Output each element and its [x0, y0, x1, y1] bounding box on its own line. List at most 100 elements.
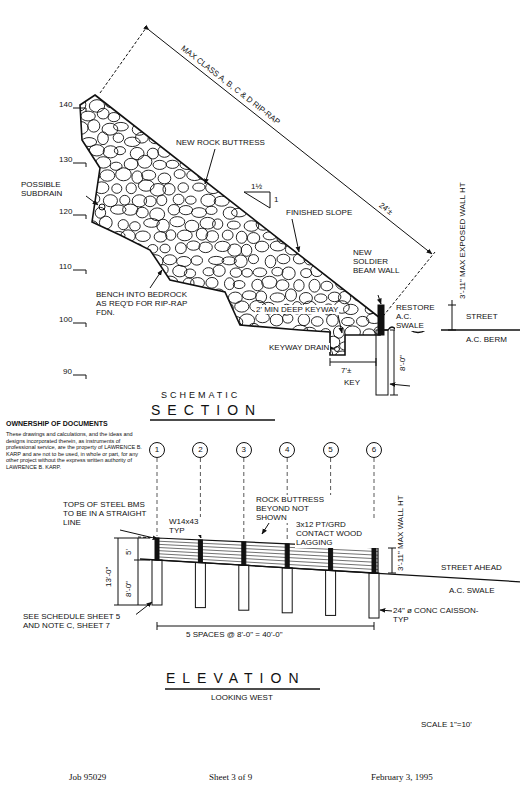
rock [144, 196, 156, 207]
rock [383, 122, 398, 134]
rock [330, 132, 345, 144]
rock [296, 194, 309, 205]
rock [147, 148, 158, 159]
rock [282, 148, 294, 158]
rock [135, 132, 148, 143]
note-label: KEYWAY DRAIN [268, 343, 330, 352]
steel-beam [285, 544, 289, 568]
rock [96, 326, 112, 338]
rock [179, 206, 192, 215]
rock [235, 301, 249, 312]
scale-note: SCALE 1"=10' [420, 720, 473, 729]
rock [166, 160, 179, 168]
rock [114, 122, 129, 131]
rock [226, 172, 239, 181]
rock [379, 145, 394, 157]
view-title: ELEVATION [165, 670, 307, 686]
rock [341, 123, 356, 131]
rock [390, 280, 402, 288]
rock [369, 147, 385, 155]
steel-beam [242, 542, 246, 565]
rock [80, 354, 96, 362]
rock [158, 146, 171, 158]
rock [174, 170, 185, 179]
rock [311, 220, 323, 231]
rock [255, 241, 268, 252]
rock [206, 277, 218, 288]
rock [342, 317, 355, 325]
rock [136, 207, 148, 218]
rock [204, 302, 219, 310]
dimension-text: 5 SPACES @ 8'-0" = 40'-0" [185, 630, 284, 639]
grid-bubble: 2 [192, 442, 208, 458]
keyway-drain [335, 347, 340, 352]
footer-text: Sheet 3 of 9 [208, 772, 253, 782]
rock [374, 281, 386, 289]
rock [335, 111, 348, 123]
rock [291, 229, 304, 239]
rock [341, 218, 351, 227]
rock [370, 102, 383, 111]
rock [83, 159, 94, 170]
rock [292, 182, 302, 191]
rock [393, 159, 405, 170]
rock [212, 338, 227, 348]
rock [206, 231, 219, 242]
rock [248, 206, 263, 217]
rock [199, 242, 212, 253]
rock [163, 255, 176, 265]
rock [173, 194, 184, 204]
rock [310, 146, 323, 155]
rock [203, 337, 214, 346]
rock [256, 218, 270, 230]
rock [184, 101, 197, 112]
dimension-text: 3'-11" MAX WALL HT [396, 494, 405, 572]
rock [101, 267, 115, 279]
note-label: NEW SOLDIER BEAM WALL [352, 248, 402, 276]
rock [354, 220, 369, 229]
elevation-ticks [73, 108, 86, 379]
rock [354, 122, 369, 133]
rock [282, 267, 295, 280]
rock [233, 281, 245, 289]
rock [377, 135, 390, 147]
rock [125, 85, 137, 97]
rock [157, 195, 167, 206]
rock [355, 97, 368, 108]
rock [182, 351, 193, 363]
rock [177, 230, 192, 241]
street-line [140, 559, 378, 573]
rock [138, 112, 153, 123]
rock [265, 255, 276, 267]
rock [75, 216, 89, 228]
rock [313, 98, 327, 108]
rock [178, 183, 188, 193]
rock [289, 160, 305, 171]
rock [83, 229, 97, 240]
rock [348, 86, 360, 96]
rock [322, 133, 336, 143]
rock [268, 219, 284, 231]
rock [256, 120, 271, 131]
rock [138, 155, 152, 168]
rock [97, 279, 111, 290]
rock [391, 232, 401, 244]
rock [198, 172, 211, 180]
steel-beam [372, 548, 376, 573]
rock [301, 269, 312, 278]
rip-rap-rocks [72, 85, 406, 365]
rock [392, 86, 406, 95]
rock [119, 257, 134, 269]
rock [328, 173, 339, 182]
note-label: 3x12 PT/GRD CONTACT WOOD LAGGING [295, 520, 385, 548]
rock [241, 193, 251, 204]
rock [343, 304, 358, 314]
note-label: ROCK BUTTRESS BEYOND NOT SHOWN [255, 495, 337, 523]
rock [232, 158, 246, 168]
rock [205, 327, 219, 340]
grid-bubble: 3 [236, 442, 252, 458]
dimension-text: KEY [343, 378, 361, 387]
rock [110, 279, 125, 288]
rock [354, 340, 369, 352]
elevation-mark: 110 [58, 262, 73, 271]
